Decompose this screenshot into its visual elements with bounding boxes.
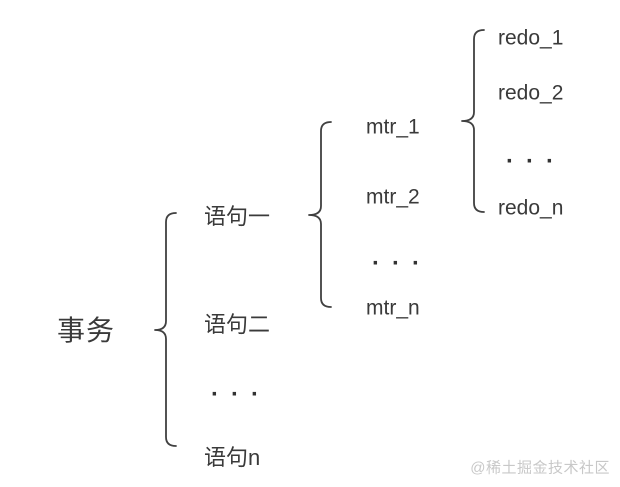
redo-item-1: redo_1 — [498, 26, 564, 50]
mtr-ellipsis: ··· — [372, 250, 432, 277]
statement-item-n: 语句n — [204, 445, 261, 470]
statement-item-2: 语句二 — [204, 312, 271, 337]
redo-item-n: redo_n — [498, 196, 564, 220]
brace-level1 — [154, 212, 177, 447]
mtr-item-1: mtr_1 — [366, 115, 420, 139]
redo-item-2: redo_2 — [498, 81, 564, 105]
watermark: @稀土掘金技术社区 — [470, 459, 610, 477]
brace-level2 — [308, 121, 332, 308]
mtr-item-2: mtr_2 — [366, 185, 420, 209]
mtr-item-n: mtr_n — [366, 296, 420, 320]
statement-item-1: 语句一 — [204, 204, 271, 229]
root-label-transaction: 事务 — [57, 315, 116, 346]
redo-ellipsis: ··· — [506, 148, 566, 175]
statement-ellipsis: ··· — [211, 381, 271, 408]
brace-level3 — [461, 29, 485, 213]
